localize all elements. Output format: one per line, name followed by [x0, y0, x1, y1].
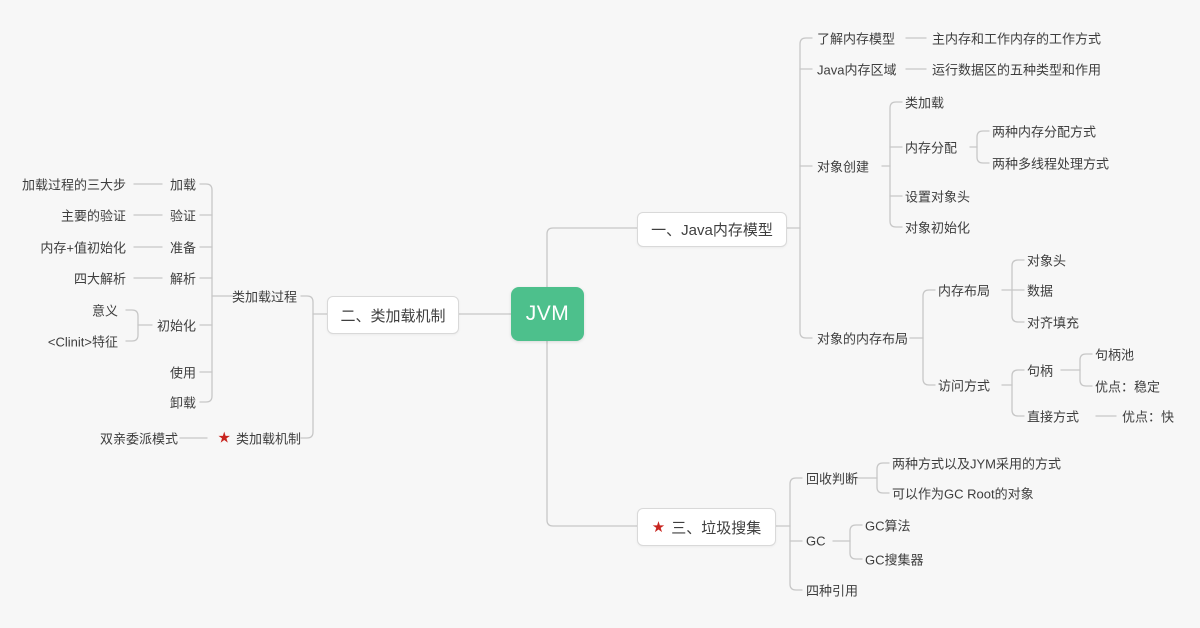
node-class-loading-mechanism-branch[interactable]: 二、类加载机制: [327, 296, 459, 334]
node-memory-allocation[interactable]: 内存分配: [905, 140, 958, 156]
node-label: 二、类加载机制: [340, 307, 446, 325]
node-object-creation[interactable]: 对象创建: [817, 159, 870, 175]
note-two-ways-jym[interactable]: 两种方式以及JYM采用的方式: [892, 456, 1062, 472]
node-verify[interactable]: 验证: [169, 208, 196, 224]
node-recycle-judgement[interactable]: 回收判断: [806, 471, 859, 487]
node-object-header[interactable]: 对象头: [1027, 253, 1067, 269]
note-main-and-working-memory[interactable]: 主内存和工作内存的工作方式: [932, 31, 1102, 47]
node-set-object-header[interactable]: 设置对象头: [905, 189, 971, 205]
node-use[interactable]: 使用: [169, 365, 196, 381]
node-prepare[interactable]: 准备: [169, 240, 196, 256]
node-object-data[interactable]: 数据: [1027, 283, 1054, 299]
node-label: 三、垃圾搜集: [671, 519, 762, 537]
node-java-memory-area[interactable]: Java内存区域: [817, 62, 897, 78]
node-object-memory-layout[interactable]: 对象的内存布局: [817, 331, 909, 347]
node-unload[interactable]: 卸载: [169, 395, 196, 411]
note-four-resolutions[interactable]: 四大解析: [73, 271, 126, 287]
node-initialize[interactable]: 初始化: [156, 318, 196, 334]
node-understand-memory-model[interactable]: 了解内存模型: [817, 31, 896, 47]
note-parent-delegation[interactable]: 双亲委派模式: [99, 431, 178, 447]
node-class-loading-process[interactable]: 类加载过程: [231, 289, 297, 305]
note-main-verification[interactable]: 主要的验证: [60, 208, 126, 224]
node-jvm-root[interactable]: JVM: [511, 287, 584, 341]
note-advantage-fast[interactable]: 优点：快: [1122, 409, 1175, 425]
node-gc-algorithm[interactable]: GC算法: [865, 518, 911, 534]
note-two-allocation-ways[interactable]: 两种内存分配方式: [992, 124, 1097, 140]
node-four-references[interactable]: 四种引用: [806, 583, 859, 599]
note-gc-root-objects[interactable]: 可以作为GC Root的对象: [892, 486, 1034, 502]
node-resolve[interactable]: 解析: [169, 271, 196, 287]
node-garbage-collection[interactable]: ★ 三、垃圾搜集: [637, 508, 776, 546]
node-object-init[interactable]: 对象初始化: [905, 220, 971, 236]
node-access-method[interactable]: 访问方式: [938, 378, 991, 394]
note-two-threading-ways[interactable]: 两种多线程处理方式: [992, 156, 1110, 172]
node-java-memory-model[interactable]: 一、Java内存模型: [637, 212, 787, 247]
node-label: 类加载机制: [235, 431, 301, 447]
node-class-loading-mechanism[interactable]: ★ 类加载机制: [218, 429, 301, 448]
star-icon: ★: [651, 518, 666, 536]
node-label: 一、Java内存模型: [651, 222, 773, 239]
node-load[interactable]: 加载: [169, 177, 196, 193]
star-icon: ★: [217, 429, 231, 447]
node-handle-pool[interactable]: 句柄池: [1095, 347, 1135, 363]
note-three-load-steps[interactable]: 加载过程的三大步: [21, 177, 126, 193]
node-direct-method[interactable]: 直接方式: [1027, 409, 1080, 425]
node-gc-collector[interactable]: GC搜集器: [865, 552, 924, 568]
node-align-padding[interactable]: 对齐填充: [1027, 315, 1080, 331]
node-gc[interactable]: GC: [806, 533, 826, 549]
note-clinit-feature[interactable]: <Clinit>特征: [47, 334, 118, 350]
note-meaning[interactable]: 意义: [91, 303, 118, 319]
note-advantage-stable[interactable]: 优点：稳定: [1095, 379, 1161, 395]
node-handle[interactable]: 句柄: [1027, 363, 1054, 379]
node-class-load-step[interactable]: 类加载: [905, 95, 945, 111]
node-memory-layout[interactable]: 内存布局: [938, 283, 991, 299]
note-runtime-data-area-types[interactable]: 运行数据区的五种类型和作用: [932, 62, 1102, 78]
note-memory-value-init[interactable]: 内存+值初始化: [40, 240, 126, 256]
